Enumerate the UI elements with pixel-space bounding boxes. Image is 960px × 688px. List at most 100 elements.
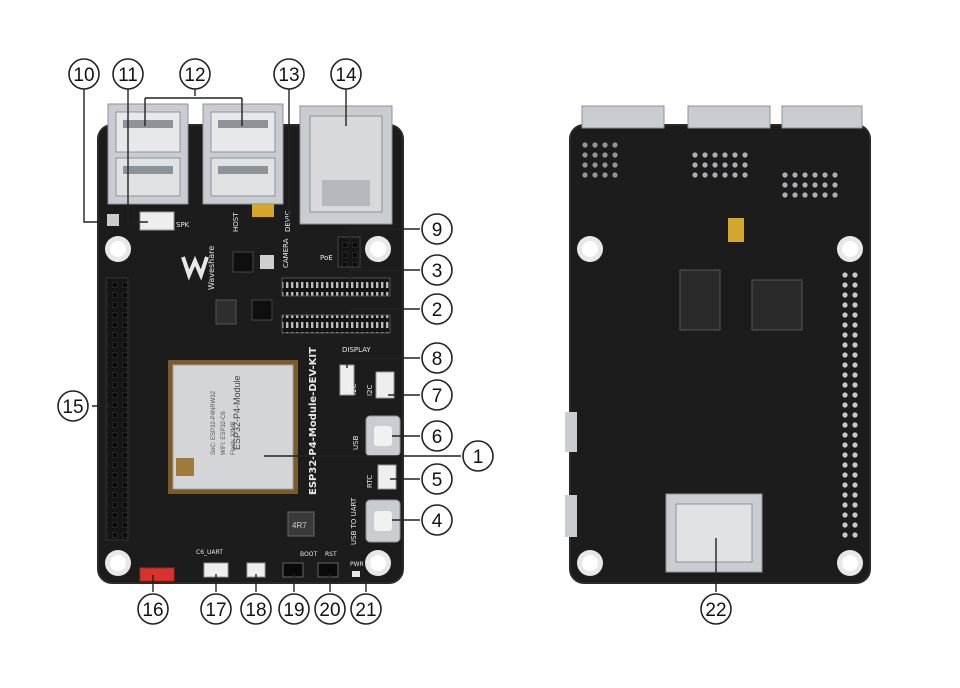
through-holes	[580, 140, 620, 180]
module-line-2: WiFi: ESP32-C6	[221, 411, 227, 455]
c6-uart-label: C6_UART	[196, 549, 223, 556]
rtc-connector	[377, 464, 397, 490]
usb-c-port-back	[565, 412, 577, 452]
callout-21: 21	[350, 593, 382, 625]
leader-lines	[83, 89, 717, 592]
callout-20: 20	[314, 593, 346, 625]
svg-text:11: 11	[118, 65, 138, 86]
chip	[215, 299, 237, 325]
callout-22: 22	[700, 593, 732, 625]
svg-text:10: 10	[73, 65, 94, 86]
callout-15: 15	[57, 390, 89, 422]
callout-19: 19	[278, 593, 310, 625]
usb-a-port-left	[107, 103, 189, 205]
callout-13: 13	[273, 58, 305, 90]
front-board: SPK HOST DEVIC PoE Waveshare CAMERA DISP…	[97, 103, 404, 584]
usb-mode-jumper	[252, 203, 274, 217]
svg-text:9: 9	[432, 220, 443, 241]
callout-11: 11	[112, 58, 144, 90]
mounting-holes-back	[577, 236, 863, 576]
power-led	[352, 571, 360, 577]
callout-6: 6	[421, 420, 453, 452]
chip	[751, 279, 803, 331]
svg-text:17: 17	[205, 600, 226, 621]
svg-text:6: 6	[432, 427, 443, 448]
component	[728, 218, 744, 242]
gpio-pins-back	[842, 272, 862, 540]
callout-10: 10	[68, 58, 100, 90]
reset-button	[317, 562, 339, 578]
chip	[260, 255, 274, 269]
mic	[107, 214, 119, 226]
callout-4: 4	[421, 504, 453, 536]
host-label: HOST	[232, 212, 240, 232]
svg-text:7: 7	[432, 386, 443, 407]
display-connector	[281, 314, 391, 334]
display-label: DISPLAY	[342, 346, 371, 354]
callout-12: 12	[179, 58, 211, 90]
inductor	[287, 511, 315, 537]
callout-1: 1	[462, 440, 494, 472]
boot-label: BOOT	[300, 551, 317, 558]
chip	[251, 299, 273, 321]
usb-a-port-back	[687, 105, 771, 129]
callout-17: 17	[200, 593, 232, 625]
spk-label: SPK	[176, 221, 190, 229]
antenna-connector	[176, 458, 194, 476]
module-title: ESP32-P4-Module	[232, 375, 242, 450]
poe-label: PoE	[320, 254, 333, 262]
chip	[232, 251, 254, 273]
i2c-label-b: I2C	[366, 384, 374, 396]
i2c-connector-b	[375, 371, 395, 399]
svg-text:2: 2	[432, 300, 443, 321]
camera-connector	[281, 277, 391, 297]
speaker-connector	[139, 211, 175, 231]
pwr-label: PWR	[350, 561, 364, 568]
svg-text:16: 16	[142, 600, 163, 621]
callout-5: 5	[421, 463, 453, 495]
usb-uart-label: USB TO UART	[350, 497, 358, 545]
usb-label: USB	[352, 435, 360, 450]
callout-9: 9	[421, 213, 453, 245]
gpio-header	[105, 277, 129, 541]
callout-3: 3	[421, 254, 453, 286]
svg-text:3: 3	[432, 261, 443, 282]
poe-header	[337, 236, 361, 268]
device-label: DEVIC	[284, 210, 292, 232]
waveshare-logo	[181, 255, 209, 281]
svg-text:22: 22	[705, 600, 726, 621]
mounting-holes-front	[105, 236, 391, 576]
svg-text:1: 1	[473, 447, 484, 468]
svg-text:21: 21	[355, 600, 376, 621]
ethernet-port-back	[581, 105, 665, 129]
svg-text:19: 19	[283, 600, 304, 621]
board-name: ESP32-P4-Module-DEV-KIT	[308, 347, 319, 495]
svg-text:18: 18	[245, 600, 266, 621]
boot-button	[282, 562, 304, 578]
svg-text:12: 12	[184, 65, 205, 86]
rtc-label: RTC	[366, 475, 374, 488]
callout-16: 16	[137, 593, 169, 625]
usb-c-port-back	[565, 495, 577, 537]
brand-label: Waveshare	[207, 246, 216, 290]
callout-7: 7	[421, 379, 453, 411]
rst-label: RST	[325, 551, 337, 558]
module-line-3: Flash: 32MB	[231, 421, 237, 455]
svg-text:15: 15	[62, 397, 83, 418]
module-line-1: SoC: ESP32-P4NRW32	[211, 390, 217, 455]
through-holes	[780, 170, 840, 200]
callout-8: 8	[421, 342, 453, 374]
svg-text:8: 8	[432, 349, 443, 370]
esp32-p4-module: ESP32-P4-Module SoC: ESP32-P4NRW32 WiFi:…	[168, 360, 298, 494]
usb-a-port-right	[202, 103, 284, 205]
back-board	[565, 105, 871, 584]
sd-card-slot	[665, 493, 763, 573]
inductor-label: 4R7	[292, 521, 307, 530]
chip	[679, 269, 721, 331]
battery-connector	[139, 567, 175, 582]
through-holes	[690, 150, 750, 180]
callout-2: 2	[421, 293, 453, 325]
svg-text:13: 13	[278, 65, 299, 86]
usb-a-port-back	[781, 105, 863, 129]
